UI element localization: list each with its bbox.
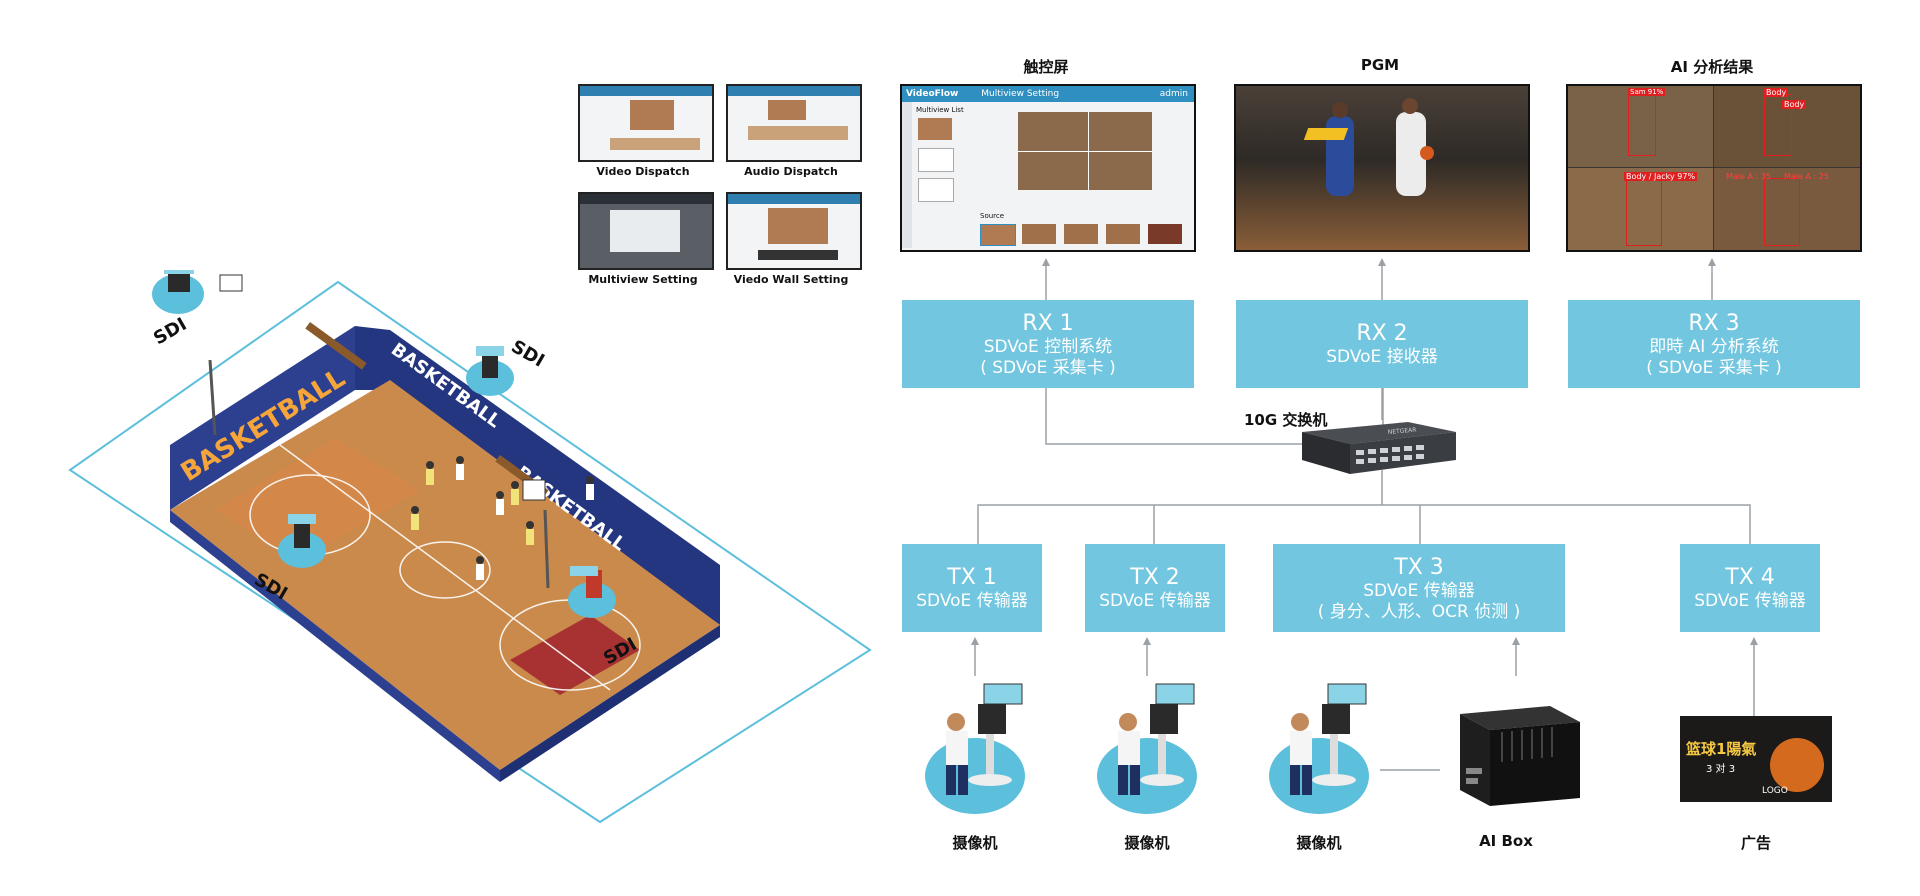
court-camera-3	[278, 514, 326, 568]
tx3-name: TX 3	[1394, 554, 1444, 580]
thumb-caption-audio-dispatch: Audio Dispatch	[744, 165, 838, 178]
court-perimeter-outline	[68, 280, 872, 824]
court-wall-left	[170, 326, 355, 510]
paint-area	[510, 615, 640, 695]
tx2-box[interactable]: TX 2 SDVoE 传输器	[1085, 544, 1225, 632]
touch-app-name: VideoFlow	[906, 89, 959, 99]
sdi-label-2: SDI	[508, 336, 548, 371]
touch-app-page: Multiview Setting	[981, 89, 1060, 99]
ai-tag-1: Sam 91%	[1628, 88, 1666, 96]
ai-box-icon	[1460, 706, 1580, 806]
screen-title-touch: 触控屏	[1023, 58, 1069, 76]
court-camera-4	[568, 566, 616, 618]
camera-operator-icon-2	[1097, 683, 1197, 814]
rx1-line1: SDVoE 控制系统	[983, 336, 1113, 357]
source-label-camera-1: 摄像机	[952, 834, 998, 852]
screen-title-pgm: PGM	[1360, 56, 1400, 74]
tx3-box[interactable]: TX 3 SDVoE 传输器 ( 身分、人形、OCR 侦测 )	[1273, 544, 1565, 632]
court-illustration: BASKETBALL BASKETBALL BASKETBALL	[68, 270, 872, 824]
source-label-camera-3: 摄像机	[1296, 834, 1342, 852]
ai-tag-2: Body	[1764, 88, 1789, 97]
screen-title-ai: AI 分析结果	[1670, 58, 1754, 76]
source-label-ai-box: AI Box	[1479, 832, 1533, 850]
sdi-label-1: SDI	[150, 314, 190, 349]
tx4-box[interactable]: TX 4 SDVoE 传输器	[1680, 544, 1820, 632]
hoop-left	[208, 274, 243, 436]
rx1-line2: ( SDVoE 采集卡 )	[980, 357, 1116, 378]
tx3-line1: SDVoE 传输器	[1363, 580, 1475, 601]
ai-tag-3: Body	[1782, 100, 1807, 109]
source-label-camera-2: 摄像机	[1124, 834, 1170, 852]
camera-operator-icon-1	[925, 683, 1025, 814]
network-switch-icon: NETGEAR	[1302, 422, 1456, 474]
rx2-line1: SDVoE 接收器	[1326, 347, 1438, 367]
ad-subtitle: 3 对 3	[1706, 764, 1736, 775]
players	[411, 456, 594, 580]
rx1-box[interactable]: RX 1 SDVoE 控制系统 ( SDVoE 采集卡 )	[902, 300, 1194, 388]
court-camera-2	[466, 346, 514, 396]
thumb-caption-video-dispatch: Video Dispatch	[596, 165, 690, 178]
thumb-audio-dispatch[interactable]	[726, 84, 862, 162]
tx2-line1: SDVoE 传输器	[1099, 591, 1211, 611]
court-wall-back	[355, 326, 720, 625]
tx1-box[interactable]: TX 1 SDVoE 传输器	[902, 544, 1042, 632]
rx2-box[interactable]: RX 2 SDVoE 接收器	[1236, 300, 1528, 388]
court-floor-edge	[170, 510, 500, 782]
ad-screen: 篮球1陽氣 3 对 3 LOGO	[1680, 716, 1832, 802]
hoop-right	[522, 479, 550, 589]
rx3-line2: ( SDVoE 采集卡 )	[1646, 357, 1782, 378]
tx1-line1: SDVoE 传输器	[916, 591, 1028, 611]
switch-label: 10G 交换机	[1244, 411, 1328, 429]
rx3-line1: 即時 AI 分析系统	[1649, 336, 1779, 357]
tx1-name: TX 1	[947, 565, 997, 590]
thumb-multiview-setting[interactable]	[578, 192, 714, 270]
thumb-video-wall-setting[interactable]	[726, 192, 862, 270]
thumb-caption-video-wall-setting: Viedo Wall Setting	[733, 273, 849, 286]
rx2-name: RX 2	[1356, 321, 1408, 346]
tx4-name: TX 4	[1725, 565, 1775, 590]
ai-analysis-screen: Sam 91% Body Body Body / Jacky 97% Male …	[1566, 84, 1862, 252]
tx4-line1: SDVoE 传输器	[1694, 591, 1806, 611]
source-label-ad: 广告	[1740, 834, 1771, 852]
camera-operator-icon-3	[1269, 683, 1369, 814]
thumb-caption-multiview-setting: Multiview Setting	[588, 273, 698, 286]
court-camera-1	[152, 270, 204, 314]
touch-app-header: VideoFlow Multiview Setting admin	[902, 86, 1194, 102]
ai-tag-4: Body / Jacky 97%	[1624, 172, 1698, 181]
ai-tag-5: Male A : 35	[1726, 172, 1771, 181]
tx2-name: TX 2	[1130, 565, 1180, 590]
thumb-video-dispatch[interactable]	[578, 84, 714, 162]
ad-headline: 篮球1陽氣	[1686, 740, 1757, 758]
touch-screen[interactable]: VideoFlow Multiview Setting admin Multiv…	[900, 84, 1196, 252]
rx3-box[interactable]: RX 3 即時 AI 分析系统 ( SDVoE 采集卡 )	[1568, 300, 1860, 388]
touch-panel-title: Multiview List	[916, 106, 964, 114]
switch-brand: NETGEAR	[1388, 427, 1417, 436]
ad-brand: LOGO	[1762, 786, 1788, 796]
tx3-line2: ( 身分、人形、OCR 侦测 )	[1317, 601, 1521, 622]
touch-sidebar	[902, 102, 912, 248]
touch-source-label: Source	[980, 212, 1005, 220]
rx3-name: RX 3	[1688, 310, 1740, 336]
touch-user: admin	[1159, 89, 1188, 99]
rx1-name: RX 1	[1022, 310, 1074, 336]
pgm-screen	[1234, 84, 1530, 252]
ai-tag-6: Male A : 25	[1784, 172, 1829, 181]
